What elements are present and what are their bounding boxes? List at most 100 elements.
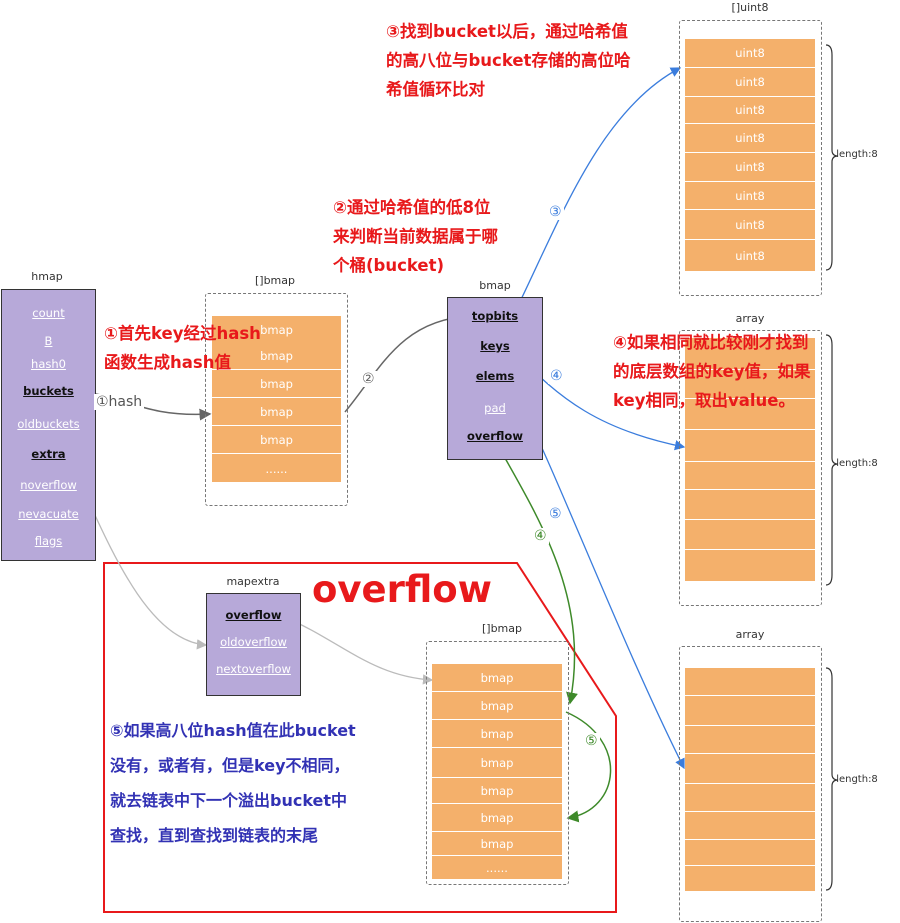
edge-label-2: ② xyxy=(360,371,377,387)
elems-array-cell xyxy=(685,726,815,754)
mapextra-box: overflow oldoverflow nextoverflow xyxy=(206,593,301,696)
keys-array xyxy=(679,330,822,606)
hmap-title: hmap xyxy=(31,270,63,283)
brace-elems xyxy=(825,667,839,891)
elems-array xyxy=(679,646,822,922)
annotation-step4: ④如果相同就比较刚才找到 的底层数组的key值，如果 key相同，取出value… xyxy=(613,328,810,415)
annotation-step3: ③找到bucket以后，通过哈希值 的高八位与bucket存储的高位哈 希值循环… xyxy=(386,17,630,104)
hmap-field-nevacuate: nevacuate xyxy=(18,507,79,521)
uint8-array-title: []uint8 xyxy=(731,1,769,14)
annotation-step2: ②通过哈希值的低8位 来判断当前数据属于哪 个桶(bucket) xyxy=(333,193,498,280)
edge-label-5-elems: ⑤ xyxy=(547,506,564,522)
annotation-step3-line: ③找到bucket以后，通过哈希值 xyxy=(386,22,628,41)
bmap-field-pad: pad xyxy=(484,401,506,415)
bmap-array-1-cell: bmap xyxy=(212,398,341,426)
keys-array-title: array xyxy=(735,312,765,325)
bmap-array-2-cell: ...... xyxy=(432,856,562,880)
uint8-length-label: length:8 xyxy=(836,149,878,160)
annotation-step4-line: key相同，取出value。 xyxy=(613,391,795,410)
hmap-field-noverflow: noverflow xyxy=(20,478,77,492)
elems-array-cell xyxy=(685,812,815,840)
keys-array-cell xyxy=(685,520,815,550)
keys-array-cell xyxy=(685,550,815,582)
annotation-step1-line: 函数生成hash值 xyxy=(104,353,231,372)
bmap-array-1-cell: bmap xyxy=(212,342,341,370)
annotation-step5-line: 查找，直到查找到链表的末尾 xyxy=(110,826,319,845)
bmap-array-2-cell: bmap xyxy=(432,804,562,832)
uint8-cell: uint8 xyxy=(685,210,815,240)
keys-array-cell xyxy=(685,490,815,520)
mapextra-title: mapextra xyxy=(226,575,280,588)
edge-label-5-loop: ⑤ xyxy=(583,733,600,749)
keys-array-cell xyxy=(685,462,815,490)
bmap-array-1 xyxy=(205,293,348,506)
annotation-step5-line: 就去链表中下一个溢出bucket中 xyxy=(110,791,348,810)
uint8-cell: uint8 xyxy=(685,124,815,153)
bmap-array-1-title: []bmap xyxy=(254,274,295,287)
bmap-array-2-cell: bmap xyxy=(432,692,562,720)
bmap-array-2-cell: bmap xyxy=(432,778,562,804)
annotation-step1-line: ①首先key经过hash xyxy=(104,324,261,343)
hmap-field-extra: extra xyxy=(31,447,66,461)
uint8-cell: uint8 xyxy=(685,68,815,97)
keys-array-cell xyxy=(685,370,815,399)
mapextra-field-oldoverflow: oldoverflow xyxy=(220,635,287,649)
annotation-step3-line: 的高八位与bucket存储的高位哈 xyxy=(386,51,631,70)
bmap-field-topbits: topbits xyxy=(471,309,519,323)
annotation-step3-line: 希值循环比对 xyxy=(386,80,485,99)
edge-label-3: ③ xyxy=(547,204,564,220)
uint8-cell: uint8 xyxy=(685,97,815,124)
bmap-array-1-cell: ...... xyxy=(212,455,341,483)
edge-label-4-keys: ④ xyxy=(548,368,565,384)
arrow-5-loop xyxy=(565,711,612,823)
overflow-frame xyxy=(103,562,617,913)
uint8-cell: uint8 xyxy=(685,39,815,68)
bmap-field-keys: keys xyxy=(480,339,510,353)
arrow-3 xyxy=(514,67,682,313)
hmap-box: count B hash0 buckets oldbuckets extra n… xyxy=(1,289,96,561)
annotation-step5-line: 没有，或者有，但是key不相同， xyxy=(110,756,350,775)
brace-keys xyxy=(825,334,839,586)
bmap-field-elems: elems xyxy=(475,369,515,383)
annotation-step2-line: 来判断当前数据属于哪 xyxy=(333,227,498,246)
hmap-field-b: B xyxy=(44,334,53,348)
bmap-array-2-title: []bmap xyxy=(481,622,522,635)
keys-array-cell xyxy=(685,338,815,370)
mapextra-field-overflow: overflow xyxy=(225,608,282,622)
bmap-array-2-cell: bmap xyxy=(432,720,562,748)
hmap-field-flags: flags xyxy=(34,534,63,548)
brace-uint8 xyxy=(825,44,839,271)
annotation-step2-line: 个桶(bucket) xyxy=(333,256,445,275)
annotation-step4-line: 的底层数组的key值，如果 xyxy=(613,362,811,381)
arrow-4-overflow xyxy=(496,443,578,705)
hmap-field-buckets: buckets xyxy=(23,384,74,398)
annotation-step2-line: ②通过哈希值的低8位 xyxy=(333,198,491,217)
edge-label-hash: ①hash xyxy=(94,394,145,410)
bmap-array-1-cell: bmap xyxy=(212,426,341,454)
bmap-array-2-cell: bmap xyxy=(432,748,562,778)
hmap-field-oldbuckets: oldbuckets xyxy=(17,417,80,431)
keys-array-cell xyxy=(685,399,815,430)
uint8-cell: uint8 xyxy=(685,153,815,182)
elems-length-label: length:8 xyxy=(836,774,878,785)
elems-array-cell xyxy=(685,668,815,696)
bmap-box: topbits keys elems pad overflow xyxy=(447,297,543,460)
uint8-cell: uint8 xyxy=(685,182,815,210)
elems-array-cell xyxy=(685,754,815,784)
elems-array-title: array xyxy=(735,628,765,641)
hmap-field-hash0: hash0 xyxy=(31,357,66,371)
uint8-cell: uint8 xyxy=(685,240,815,272)
uint8-array xyxy=(679,20,822,296)
bmap-field-overflow: overflow xyxy=(467,429,523,443)
bmap-array-2-cell: bmap xyxy=(432,832,562,856)
overflow-title: overflow xyxy=(312,568,492,611)
bmap-title: bmap xyxy=(479,279,511,292)
annotation-step1: ①首先key经过hash 函数生成hash值 xyxy=(104,319,261,377)
annotation-step4-line: ④如果相同就比较刚才找到 xyxy=(613,333,809,352)
bmap-array-1-cell: bmap xyxy=(212,370,341,398)
annotation-step5: ⑤如果高八位hash值在此bucket 没有，或者有，但是key不相同， 就去链… xyxy=(110,713,356,853)
arrow-mapextra xyxy=(281,615,434,685)
mapextra-field-nextoverflow: nextoverflow xyxy=(216,662,291,676)
hmap-field-count: count xyxy=(32,306,65,320)
keys-array-cell xyxy=(685,430,815,462)
